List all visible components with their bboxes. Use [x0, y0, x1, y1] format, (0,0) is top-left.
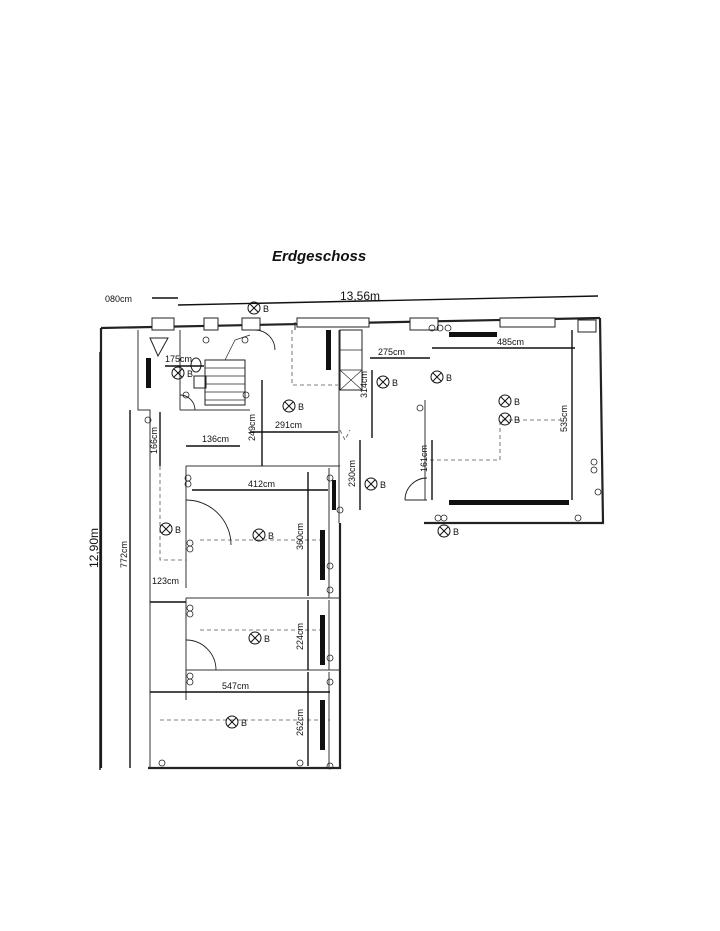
dim-166: 166cm — [149, 427, 159, 454]
lamp-icon — [248, 631, 262, 645]
lamp-icon — [171, 366, 185, 380]
dim-291: 291cm — [275, 420, 302, 430]
dim-249: 249cm — [247, 414, 257, 441]
lamp-label: B — [241, 718, 247, 728]
lamp-label: B — [453, 527, 459, 537]
lamp-icon — [498, 394, 512, 408]
dim-136: 136cm — [202, 434, 229, 444]
dim-360: 360cm — [295, 523, 305, 550]
dashed-outlines — [159, 330, 560, 721]
lamp-label: B — [514, 397, 520, 407]
lamp-icon — [282, 399, 296, 413]
lamp-icon — [159, 522, 173, 536]
lamp-label: B — [264, 634, 270, 644]
lamp-label: B — [187, 369, 193, 379]
dim-547: 547cm — [222, 681, 249, 691]
lamp-icon — [498, 412, 512, 426]
lamp-label: B — [298, 402, 304, 412]
lamp-label: B — [392, 378, 398, 388]
dim-080: 080cm — [105, 294, 132, 304]
doors — [179, 329, 428, 671]
lamp-label: B — [514, 415, 520, 425]
interior-walls — [180, 400, 426, 768]
toilet — [149, 337, 207, 389]
dim-314: 314cm — [359, 371, 369, 398]
kitchen-counter — [339, 329, 363, 391]
dim-535: 535cm — [559, 405, 569, 432]
dim-161: 161cm — [419, 445, 429, 472]
lamp-icon — [247, 301, 261, 315]
dim-175: 175cm — [165, 354, 192, 364]
dim-224: 224cm — [295, 623, 305, 650]
lamp-icon — [376, 375, 390, 389]
outer-walls — [99, 316, 605, 770]
dim-772: 772cm — [119, 541, 129, 568]
staircase — [204, 334, 251, 406]
lamp-label: B — [175, 525, 181, 535]
dim-262: 262cm — [295, 709, 305, 736]
lamp-icon — [430, 370, 444, 384]
lamp-icon — [252, 528, 266, 542]
lamp-label: B — [446, 373, 452, 383]
dim-275: 275cm — [378, 347, 405, 357]
lamp-label: B — [263, 304, 269, 314]
lamp-icon — [225, 715, 239, 729]
radiators — [146, 330, 569, 750]
dim-total-width: 13,56m — [340, 289, 380, 303]
dimension-lines — [99, 295, 599, 770]
dim-485: 485cm — [497, 337, 524, 347]
lamp-label: B — [380, 480, 386, 490]
dim-230: 230cm — [347, 460, 357, 487]
lamp-icon — [437, 524, 451, 538]
dim-412: 412cm — [248, 479, 275, 489]
outlets — [144, 324, 602, 770]
dim-total-height: 12,90m — [87, 528, 101, 568]
plan-title: Erdgeschoss — [272, 248, 366, 265]
lamp-label: B — [268, 531, 274, 541]
windows — [151, 317, 597, 333]
dim-123: 123cm — [152, 576, 179, 586]
lamp-icon — [364, 477, 378, 491]
